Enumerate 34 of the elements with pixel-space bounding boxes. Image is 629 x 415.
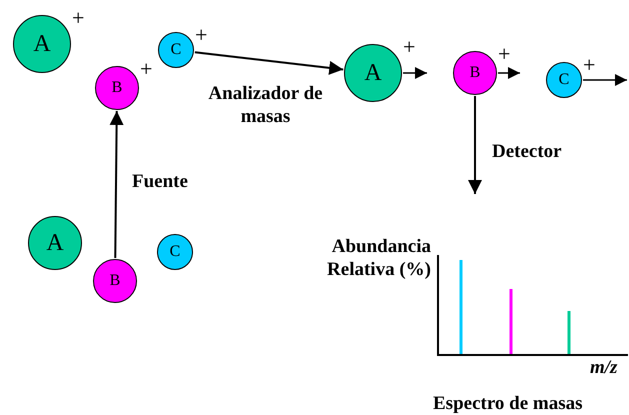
motion-arrow (498, 67, 520, 79)
charge-sign: + (140, 57, 152, 80)
ion-circle (453, 51, 497, 95)
process-arrow (110, 111, 124, 258)
ion-letter: B (470, 65, 480, 81)
edge-label: Analizador de masas (207, 82, 324, 128)
process-arrow (194, 51, 344, 75)
ion-circle (546, 62, 582, 98)
ion-circle (95, 66, 139, 110)
ion-letter: B (110, 273, 120, 289)
ion-letter: C (558, 72, 570, 88)
motion-arrow (583, 74, 627, 86)
chart-title: Espectro de masas (433, 392, 583, 415)
process-arrow (468, 96, 482, 194)
ion-circle (158, 32, 194, 68)
edge-label: Detector (492, 140, 562, 163)
ion-letter: A (364, 61, 382, 85)
ion-letter: A (33, 32, 51, 56)
ion-letter: A (46, 231, 64, 255)
charge-sign: + (498, 42, 510, 65)
axis-label: Abundancia Relativa (%) (326, 235, 431, 281)
ion-circle (93, 259, 137, 303)
charge-sign: + (403, 35, 416, 58)
charge-sign: + (72, 6, 84, 29)
ion-circle (28, 216, 82, 270)
ion-circle (157, 234, 193, 270)
ion-letter: C (170, 244, 180, 260)
edge-label: Fuente (132, 170, 188, 193)
axis-label: m/z (590, 356, 618, 379)
ion-letter: C (170, 42, 182, 58)
motion-arrow (403, 67, 427, 79)
charge-sign: + (195, 23, 208, 46)
ion-letter: B (112, 80, 122, 96)
charge-sign: + (583, 53, 596, 76)
